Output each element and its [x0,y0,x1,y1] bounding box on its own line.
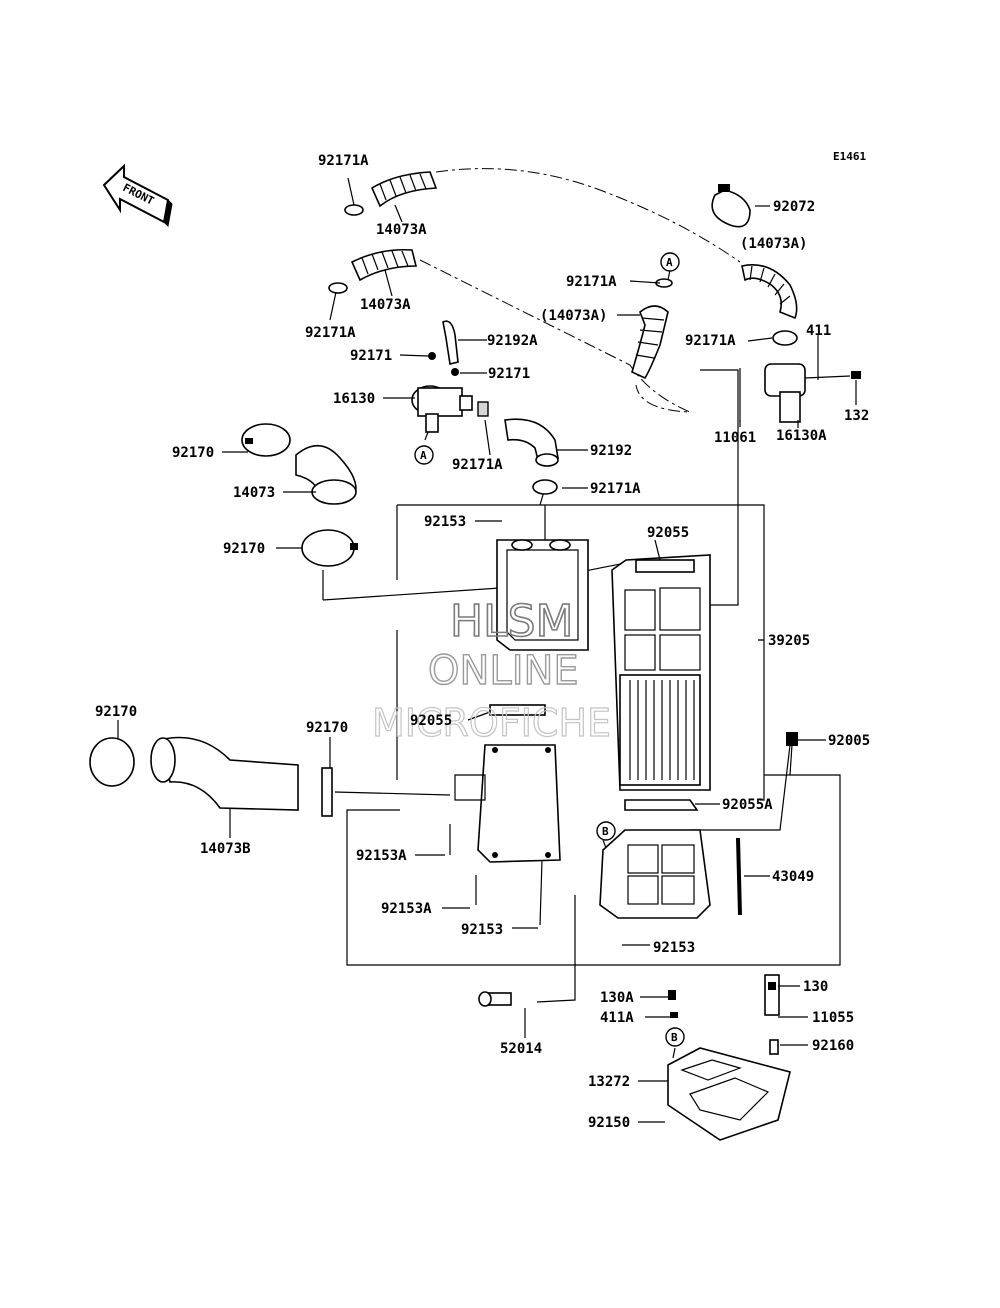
part-label: 39205 [768,633,810,649]
svg-text:A: A [420,449,427,462]
part-label: 13272 [588,1074,630,1090]
breather-16130A [739,345,861,423]
part-label: (14073A) [740,236,807,252]
part-label: 92192 [590,443,632,459]
svg-text:B: B [671,1031,678,1044]
part-label: 92153 [424,514,466,530]
intercooler-case-lower [599,829,742,919]
svg-text:MICROFICHE: MICROFICHE [372,701,611,745]
breather-hose-14073A-right [741,264,798,346]
part-label: 92150 [588,1115,630,1131]
svg-text:B: B [602,825,609,838]
intercooler-cover-upper [496,539,589,651]
diagram-code: E1461 [833,150,866,163]
part-label: 52014 [500,1041,542,1057]
part-label: 92171A [566,274,617,290]
sensor-52014 [478,991,512,1007]
part-label: 16130A [776,428,827,444]
breather-hose-14073A-lower [328,248,418,294]
part-label: 92055 [410,713,452,729]
svg-text:A: A [666,256,673,269]
svg-text:ONLINE: ONLINE [428,648,579,694]
cover-plate-13272 [667,974,791,1141]
intake-duct-14073B [89,736,333,817]
part-label: 92170 [95,704,137,720]
hose-92192A [428,320,459,376]
part-labels: 92171A 14073A 14073A 92171A 92072 (14073… [95,153,870,1131]
part-label: 92171A [685,333,736,349]
part-label: 92192A [487,333,538,349]
part-label: 130 [803,979,828,995]
part-label: 92160 [812,1038,854,1054]
part-label: 92170 [306,720,348,736]
part-label: 92171A [590,481,641,497]
part-label: 43049 [772,869,814,885]
label-leader-lines [117,177,857,1123]
part-label: 14073A [360,297,411,313]
callout-a-bottom: A [414,445,434,465]
part-label: 92153A [381,901,432,917]
intercooler-case-left [449,704,561,926]
clamp-92072 [711,184,751,228]
part-label: 14073B [200,841,251,857]
intercooler-core-39205 [611,554,711,791]
part-label: 130A [600,990,634,1006]
duct-elbow-14073 [241,423,358,567]
fitting-92005 [786,732,798,776]
part-label: 16130 [333,391,375,407]
part-label: 92153 [461,922,503,938]
part-label: 92153A [356,848,407,864]
part-label: 92072 [773,199,815,215]
front-arrow-icon: FRONT [102,163,173,228]
part-label: 92171A [452,457,503,473]
watermark: HLSM ONLINE MICROFICHE [371,595,611,745]
part-label: 92171A [318,153,369,169]
part-label: 92171 [488,366,530,382]
part-label: 14073A [376,222,427,238]
part-label: 92170 [223,541,265,557]
valve-16130 [411,385,489,433]
callout-b-top: B [596,821,616,841]
svg-text:HLSM: HLSM [450,596,574,647]
hose-routing-dashes [419,168,741,413]
part-label: 14073 [233,485,275,501]
part-label: 411 [806,323,831,339]
part-label: 92055A [722,797,773,813]
callout-a-top: A [660,252,680,272]
breather-hose-14073A-middle [631,278,673,380]
breather-hose-14073A-upper [344,171,438,216]
part-label: (14073A) [540,308,607,324]
callout-b-bottom: B [665,1027,685,1047]
part-label: 411A [600,1010,634,1026]
gasket-92055A [624,799,699,811]
part-label: 92171A [305,325,356,341]
part-label: 11055 [812,1010,854,1026]
part-label: 92171 [350,348,392,364]
part-label: 92153 [653,940,695,956]
part-label: 92055 [647,525,689,541]
part-label: 92170 [172,445,214,461]
part-label: 132 [844,408,869,424]
part-label: 11061 [714,430,756,446]
part-label: 92005 [828,733,870,749]
hose-92192 [504,418,559,495]
